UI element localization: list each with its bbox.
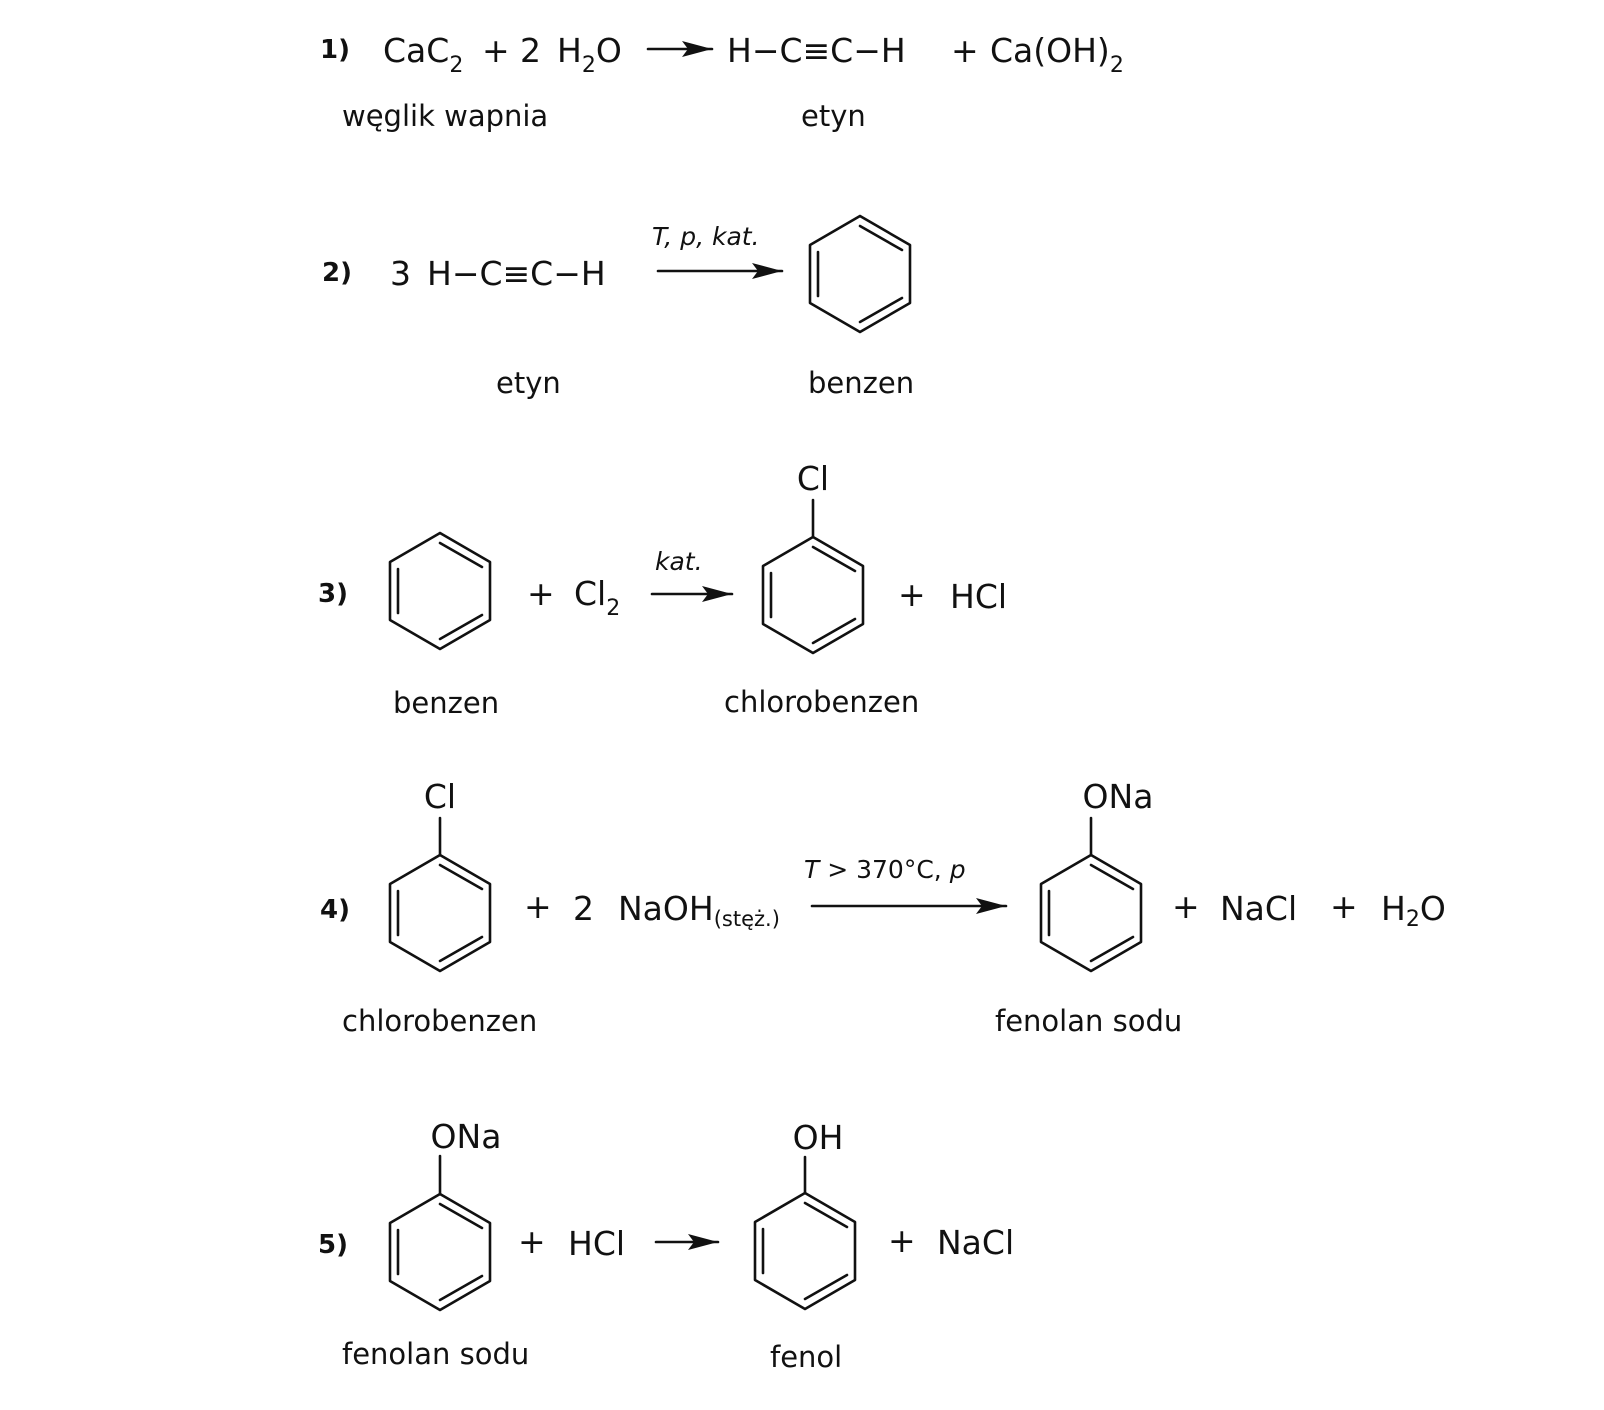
chlorobenzene-structure: Cl [388,777,492,973]
label-sodium-phenoxide: fenolan sodu [342,1337,529,1371]
product-ethyne: H−C≡C−H [727,31,906,70]
sodium-oxide-substituent: ONa [431,1117,502,1156]
reaction-number: 3) [318,579,348,609]
sodium-phenoxide-structure: ONa [388,1117,502,1312]
label-sodium-phenoxide: fenolan sodu [995,1004,1182,1038]
product-water: H2O [1381,889,1446,932]
product-sodium-chloride: NaCl [1220,889,1297,928]
label-ethyne: etyn [496,366,561,400]
plus-sign: + [898,575,926,614]
reaction-conditions: T > 370°C, p [804,855,966,884]
product-sodium-chloride: NaCl [937,1223,1014,1262]
benzene-structure [808,214,912,334]
product-hydrogen-chloride: HCl [950,577,1007,616]
label-benzene: benzen [393,686,499,720]
benzene-structure [388,531,492,651]
plus-sign: + [1172,887,1200,926]
reaction-number: 1) [320,35,350,65]
plus-sign: + [518,1222,546,1261]
label-calcium-carbide: węglik wapnia [342,99,548,133]
reactant-calcium-carbide: CaC2 [383,31,463,78]
reaction-5: 5) ONa + HCl OH + NaCl fenolan sodu feno… [318,1117,1014,1374]
label-chlorobenzene: chlorobenzen [342,1004,537,1038]
label-phenol: fenol [770,1340,842,1374]
sodium-oxide-substituent: ONa [1083,777,1154,816]
hydroxyl-substituent: OH [793,1118,844,1157]
reactant-chlorine: Cl2 [574,574,620,621]
reactant-hydrogen-chloride: HCl [568,1224,625,1263]
reaction-number: 2) [322,258,352,288]
label-chlorobenzene: chlorobenzen [724,685,919,719]
plus-sign: + [527,574,555,613]
label-benzene: benzen [808,366,914,400]
sodium-phenoxide-structure: ONa [1039,777,1154,973]
reaction-number: 4) [320,895,350,925]
chlorine-substituent: Cl [797,459,829,498]
plus-sign: + [1330,887,1358,926]
label-ethyne: etyn [801,99,866,133]
phenol-structure: OH [753,1118,857,1311]
reaction-conditions: T, p, kat. [652,222,760,251]
chlorobenzene-structure: Cl [761,459,865,655]
chlorine-substituent: Cl [424,777,456,816]
reaction-3: 3) + Cl2 kat. Cl + HCl benzen chlorobenz… [318,459,1007,720]
reaction-number: 5) [318,1230,348,1260]
product-calcium-hydroxide: Ca(OH)2 [990,31,1124,78]
plus-sign: + [482,31,510,70]
reaction-conditions: kat. [655,547,703,576]
plus-sign: + [888,1221,916,1260]
plus-sign: + [524,887,552,926]
plus-sign: + [951,31,979,70]
